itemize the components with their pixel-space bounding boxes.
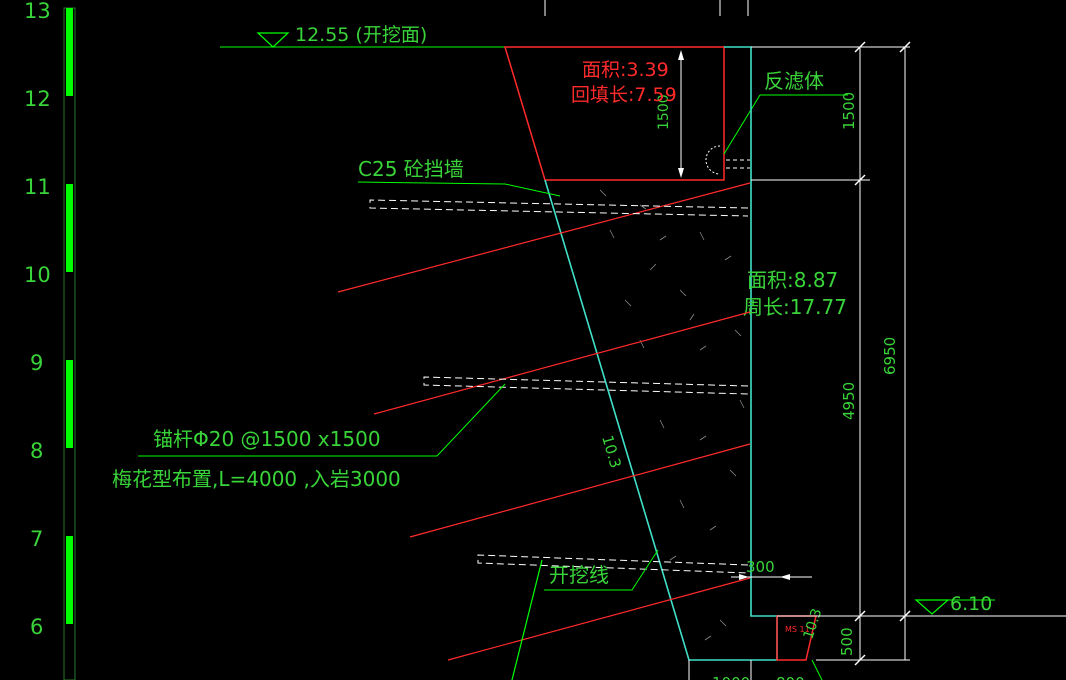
top-elevation-marker: 12.55 (开挖面) xyxy=(220,24,505,48)
toe-drain: MS 11 10.3 xyxy=(776,607,826,680)
excavation: 开挖线 xyxy=(511,549,659,680)
arrow-down-icon xyxy=(678,168,684,178)
dim-4950: 4950 xyxy=(840,382,858,420)
backfill-outline xyxy=(503,46,725,181)
drain-pipe xyxy=(423,376,749,395)
scale-bar-segment xyxy=(66,8,73,96)
anchor-rod xyxy=(409,443,751,538)
arrow-right-icon xyxy=(739,574,749,580)
wall-label: C25 砼挡墙 xyxy=(358,157,464,181)
bottom-elevation-marker: 6.10 xyxy=(777,593,1066,617)
concrete-hatch xyxy=(599,189,745,641)
anchor-spec-line1: 锚杆Φ20 @1500 x1500 xyxy=(153,427,381,451)
dim-tick xyxy=(854,174,866,186)
scale-label: 6 xyxy=(30,615,43,639)
scale-label: 10 xyxy=(24,263,51,287)
filter-body: 反滤体 xyxy=(705,69,848,175)
offset-dimension: 300 xyxy=(731,558,812,580)
arrow-up-icon xyxy=(678,50,684,60)
backfill-area-label: 面积:3.39 xyxy=(582,59,669,81)
top-ticks xyxy=(544,0,749,16)
dim-tick xyxy=(854,41,866,53)
anchor-rod xyxy=(337,182,751,293)
dim-tick xyxy=(854,654,866,666)
wall-slope-label: 10.3 xyxy=(598,433,625,470)
scale-label: 7 xyxy=(30,527,43,551)
dim-500: 500 xyxy=(838,627,856,656)
toe-slope-label: 10.3 xyxy=(801,607,826,642)
backfill-perimeter-label: 回填长:7.59 xyxy=(571,84,677,106)
dim-1000: 1000 xyxy=(712,674,750,680)
elevation-triangle-icon xyxy=(914,599,950,615)
bottom-elevation-label: 6.10 xyxy=(950,593,992,615)
drain-pipes xyxy=(369,199,749,574)
scale-bar-segment xyxy=(66,536,73,624)
anchor-spec-line2: 梅花型布置,L=4000 ,入岩3000 xyxy=(112,467,401,491)
scale-label: 11 xyxy=(24,175,51,199)
anchor-rod xyxy=(447,577,751,661)
toe-offset-label: 300 xyxy=(746,558,775,576)
drain-pipe xyxy=(477,554,749,574)
toe-leader xyxy=(811,659,823,680)
anchor-rods xyxy=(337,182,751,661)
excavation-line xyxy=(511,559,543,680)
scale-bar-segment xyxy=(66,360,73,448)
scale-label: 8 xyxy=(30,439,43,463)
anchor-rod xyxy=(373,311,751,415)
vertical-dimensions: 1500 4950 500 6950 xyxy=(751,41,911,666)
backfill-zone: 1500 面积:3.39 回填长:7.59 xyxy=(503,46,725,181)
filter-label: 反滤体 xyxy=(764,69,824,93)
filter-half-circle xyxy=(705,145,721,175)
excavation-label: 开挖线 xyxy=(549,563,609,587)
elevation-triangle-icon xyxy=(256,32,290,48)
anchor-annotation: 锚杆Φ20 @1500 x1500 梅花型布置,L=4000 ,入岩3000 xyxy=(112,383,506,491)
toe-note: MS 11 xyxy=(785,625,810,634)
scale-label: 9 xyxy=(30,351,43,375)
dim-tick xyxy=(899,41,911,53)
top-elevation-label: 12.55 (开挖面) xyxy=(295,24,427,46)
wall-area-label: 面积:8.87 xyxy=(747,268,838,292)
filter-leader xyxy=(723,94,761,155)
arrow-left-icon xyxy=(780,574,790,580)
wall-leader xyxy=(357,181,561,197)
drain-pipe xyxy=(369,199,749,217)
dim-1500: 1500 xyxy=(840,92,858,130)
dim-800: 800 xyxy=(776,674,805,680)
bottom-dimensions: 1000 800 xyxy=(688,660,805,680)
scale-bar-segment xyxy=(66,184,73,272)
excavation-leader xyxy=(544,549,659,591)
backfill-dim-text: 1500 xyxy=(656,94,672,130)
wall-perimeter-label: 周长:17.77 xyxy=(743,295,847,319)
anchor-leader xyxy=(138,383,506,457)
elevation-scale: 13 12 11 10 9 8 7 6 xyxy=(24,0,76,680)
dim-6950: 6950 xyxy=(881,337,899,375)
scale-label: 12 xyxy=(24,87,51,111)
scale-label: 13 xyxy=(24,0,51,23)
